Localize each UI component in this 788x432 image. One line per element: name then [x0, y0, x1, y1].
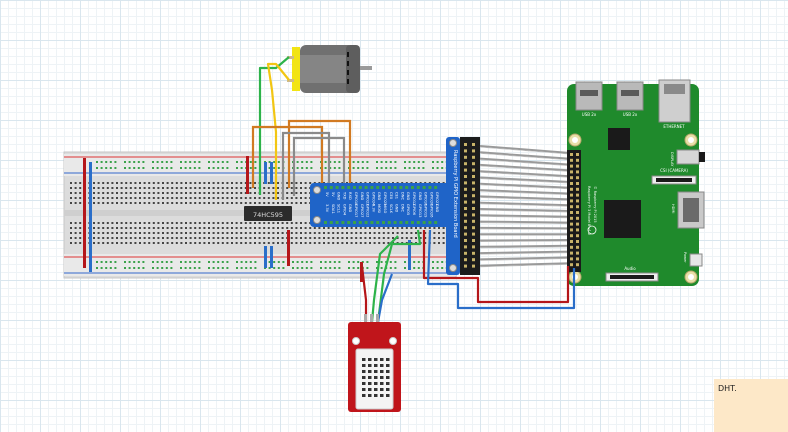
gpio-pin-label: GPIO13	[418, 204, 422, 217]
rpi-usb2-label: USB 2x	[623, 112, 638, 117]
rpi-soc	[604, 200, 641, 238]
motor-end	[346, 45, 360, 93]
note-box: DHT.	[714, 379, 788, 432]
rpi-board	[567, 84, 699, 286]
dht-grille-holes	[362, 358, 390, 397]
ic-74hc595: 74HC595	[244, 206, 292, 221]
rpi-power-port	[689, 253, 703, 267]
gpio-pin-label: DNC	[400, 192, 404, 200]
gpio-pin-label: TXD	[342, 191, 346, 200]
rpi-camera-label: CSI (CAMERA)	[660, 168, 688, 173]
gpio-pin-label: GPIO5	[406, 204, 410, 215]
gpio-pin-label: GPIO27	[360, 204, 364, 217]
wire-orange-1	[251, 125, 324, 188]
gpio-pin-label: CE0	[389, 192, 393, 200]
sensor-wire-blue	[376, 273, 394, 323]
sensor-wire-green-2	[376, 229, 422, 323]
gpio-pin-label: GND	[337, 192, 341, 200]
dc-motor	[287, 45, 372, 93]
gpio-pin-label: MOSI	[377, 204, 381, 213]
gpio-pin-label: GPIO16	[424, 192, 428, 206]
motor-shaft	[360, 66, 372, 70]
gpio-pin-label: GND	[395, 204, 399, 212]
gpio-pin-label: GPIO12	[412, 192, 416, 205]
sensor-wire-green	[370, 235, 399, 323]
gpio-pin-label: 5V	[325, 192, 329, 197]
rpi-display-connector	[676, 149, 700, 165]
gpio-pin-label: GND	[418, 192, 422, 200]
rpi-ethernet-label: ETHERNET	[663, 124, 685, 129]
gpio-pin-label: GPIO17	[354, 204, 358, 217]
pi-wire-red	[422, 230, 570, 304]
wire-gray-2	[292, 136, 346, 196]
gpio-pin-label: GPIO21	[435, 192, 439, 205]
left-red-rail-wire	[83, 158, 86, 268]
gpio-pin-label: GPIO24	[371, 192, 375, 206]
ic-label: 74HC595	[253, 211, 283, 219]
rpi-display-label: DISPLAY	[670, 152, 674, 167]
breadboard-bottom-rail	[64, 254, 456, 276]
gpio-pin-label: GPIO22	[366, 204, 370, 217]
short-jumpers	[246, 156, 411, 282]
rpi-lan-chip	[608, 128, 630, 150]
gpio-pin-label: 3.3V	[371, 204, 375, 213]
gpio-pin-label: GND	[377, 192, 381, 200]
gpio-pin-label: GPIO18	[354, 192, 358, 206]
gpio-pin-label: GPIO6	[412, 204, 416, 216]
left-blue-rail-wire	[89, 162, 92, 272]
gpio-pin-label: GND	[435, 204, 439, 212]
top-jumper-wires	[251, 119, 352, 200]
gpio-pin-label: CE1	[395, 192, 399, 199]
rpi-gpio-pins	[570, 153, 579, 267]
pi-wire-blue	[426, 229, 576, 310]
dht-sensor	[348, 314, 401, 412]
rpi-model-label: Raspberry Pi 3 Model B v1.2	[587, 186, 591, 235]
rpi-hdmi-label: HDMI	[671, 204, 675, 213]
rpi-usb1-label: USB 2x	[582, 112, 597, 117]
gpio-pin-label: GPIO20	[429, 192, 433, 206]
gpio-pin-label: GPIO26	[429, 204, 433, 218]
gpio-board-horizontal	[310, 183, 460, 227]
gpio-pin-label: DNC	[400, 204, 404, 212]
note-text: DHT.	[718, 384, 737, 393]
gpio-pin-label: GND	[348, 204, 352, 212]
gpio-pin-label: 5V	[331, 192, 335, 197]
wire-orange-2	[287, 119, 352, 188]
gpio-pin-label: GPIO25	[383, 192, 387, 205]
gpio-pin-label: GPIO23	[366, 192, 370, 205]
gpio-header-connector	[460, 137, 480, 275]
wire-gray-1	[281, 131, 331, 200]
rpi-copyright-label: © Raspberry Pi 2015	[593, 186, 597, 223]
gpio-header-pins	[464, 143, 475, 268]
ribbon-cable	[479, 145, 571, 268]
rpi-power-label: Power	[683, 252, 687, 263]
raspberry-pi[interactable]: USB 2x USB 2x ETHERNET DISPLAY CSI (CAME…	[567, 79, 705, 286]
gpio-pin-label: GND	[406, 192, 410, 200]
gpio-pin-label: 3.3V	[325, 204, 329, 213]
gpio-board-vertical	[446, 137, 460, 275]
gpio-pin-label: RXD	[348, 192, 352, 200]
gpio-pin-label: MISO	[383, 204, 387, 213]
gpio-pin-label: SCLK	[389, 204, 393, 214]
motor-body-band	[300, 55, 354, 83]
rpi-audio-label: Audio	[624, 266, 636, 271]
gpio-board-title: Raspberry Pi GPIO Extension Board	[452, 150, 458, 238]
sensor-wires	[360, 229, 576, 323]
gpio-pin-label: SDA1	[331, 204, 335, 214]
gpio-pin-label: GPIO4	[342, 204, 346, 216]
motor-wires	[258, 56, 290, 200]
gpio-pin-label: GPIO19	[424, 204, 428, 218]
motor-end-cap	[292, 47, 300, 91]
rpi-logo-icon	[587, 225, 597, 235]
motor-wire-yellow	[266, 62, 290, 200]
gpio-pin-label: GND	[360, 192, 364, 200]
gpio-pin-label: SCL1	[337, 204, 341, 213]
